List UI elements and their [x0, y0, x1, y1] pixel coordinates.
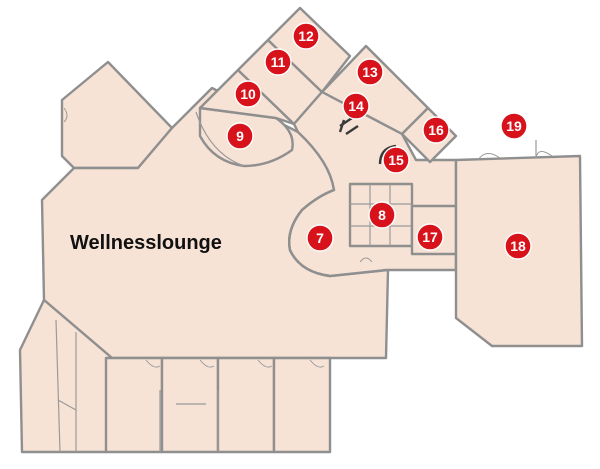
lower-room-4 [272, 356, 332, 454]
svg-text:7: 7 [316, 230, 324, 246]
lower-room-left [18, 298, 114, 454]
room-marker-10[interactable]: 10 [234, 80, 262, 108]
room-marker-18[interactable]: 18 [504, 232, 532, 260]
lounge-label: Wellnesslounge [70, 232, 222, 254]
room-marker-12[interactable]: 12 [292, 22, 320, 50]
room-marker-13[interactable]: 13 [356, 58, 384, 86]
room-marker-19[interactable]: 19 [500, 112, 528, 140]
svg-text:10: 10 [240, 86, 256, 102]
room-7-wall [288, 188, 336, 278]
room-12 [266, 6, 352, 94]
lower-room-3 [216, 356, 276, 454]
room-marker-8[interactable]: 8 [368, 201, 396, 229]
room-marker-7[interactable]: 7 [306, 224, 334, 252]
lower-room-1 [104, 356, 164, 454]
room-15-arc [378, 144, 397, 165]
svg-text:15: 15 [388, 152, 404, 168]
svg-text:17: 17 [422, 229, 438, 245]
room-marker-11[interactable]: 11 [264, 48, 292, 76]
lower-room-2 [160, 356, 220, 454]
room-marker-9[interactable]: 9 [226, 122, 254, 150]
room-marker-16[interactable]: 16 [422, 116, 450, 144]
svg-text:19: 19 [506, 118, 522, 134]
svg-text:9: 9 [236, 128, 244, 144]
svg-text:13: 13 [362, 64, 378, 80]
room-markers: 7 8 9 10 11 12 13 14 15 16 17 18 19 [226, 22, 532, 260]
svg-text:14: 14 [348, 98, 364, 114]
room-marker-17[interactable]: 17 [416, 223, 444, 251]
svg-text:8: 8 [378, 207, 386, 223]
svg-text:11: 11 [271, 54, 286, 70]
svg-text:18: 18 [510, 238, 526, 254]
room-marker-14[interactable]: 14 [342, 92, 370, 120]
svg-text:16: 16 [428, 122, 444, 138]
room-marker-15[interactable]: 15 [382, 146, 410, 174]
svg-text:12: 12 [298, 28, 314, 44]
